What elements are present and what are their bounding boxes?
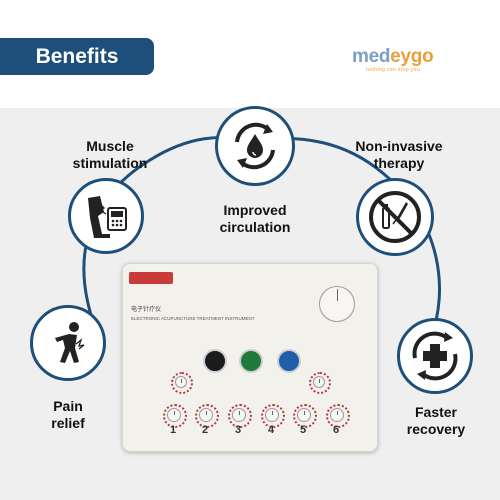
channel-4-ring xyxy=(261,404,285,428)
brand-name-right: go xyxy=(410,46,434,67)
device-subtitle: ELECTRONIC ACUPUNCTURE TREATMENT INSTRUM… xyxy=(131,316,255,321)
feature-pain-label: Pain relief xyxy=(51,398,85,431)
device-brand-plate xyxy=(129,272,173,284)
channel-5-ring xyxy=(293,404,317,428)
brand-tagline: nothing can stop you xyxy=(366,67,421,73)
channel-1-ring xyxy=(163,404,187,428)
channel-4-number: 4 xyxy=(267,424,275,436)
channel-3-knob[interactable] xyxy=(232,408,246,422)
brand-logo: medeygo nothing can stop you xyxy=(352,47,482,79)
cross-cycle-icon xyxy=(397,318,473,394)
channel-5-number: 5 xyxy=(299,424,307,436)
feature-circulation-label: Improved circulation xyxy=(219,202,291,235)
brand-name-middle: ey xyxy=(390,46,411,67)
brand-name-left: med xyxy=(352,46,391,67)
timer-dial-ring xyxy=(309,372,331,394)
mode-button-blue[interactable] xyxy=(277,349,301,373)
channel-5-knob[interactable] xyxy=(297,408,311,422)
channel-2-number: 2 xyxy=(201,424,209,436)
channel-2-knob[interactable] xyxy=(199,408,213,422)
feature-muscle-label: Muscle stimulation xyxy=(72,138,148,171)
drop-cycle-icon xyxy=(215,106,295,186)
no-injection-icon xyxy=(356,178,434,256)
channel-4-knob[interactable] xyxy=(265,408,279,422)
back-pain-icon xyxy=(30,305,106,381)
timer-knob[interactable] xyxy=(313,376,325,388)
acupuncture-device: 电子针疗仪 ELECTRONIC ACUPUNCTURE TREATMENT I… xyxy=(122,263,378,452)
channel-6-number: 6 xyxy=(332,424,340,436)
mode-button-black[interactable] xyxy=(203,349,227,373)
leg-stimulator-icon xyxy=(68,178,144,254)
frequency-knob[interactable] xyxy=(175,376,187,388)
channel-1-knob[interactable] xyxy=(167,408,181,422)
channel-1-number: 1 xyxy=(169,424,177,436)
channel-3-number: 3 xyxy=(234,424,242,436)
feature-recovery-label: Faster recovery xyxy=(406,404,466,437)
frequency-dial-ring xyxy=(171,372,193,394)
channel-2-ring xyxy=(195,404,219,428)
page-title: Benefits xyxy=(35,44,119,68)
device-model: 电子针疗仪 xyxy=(131,307,162,313)
power-dial[interactable] xyxy=(319,286,355,322)
channel-6-knob[interactable] xyxy=(330,408,344,422)
feature-noninvasive-label: Non-invasive therapy xyxy=(355,138,443,171)
mode-button-green[interactable] xyxy=(239,349,263,373)
benefits-badge: Benefits xyxy=(0,38,154,75)
channel-3-ring xyxy=(228,404,252,428)
channel-6-ring xyxy=(326,404,350,428)
